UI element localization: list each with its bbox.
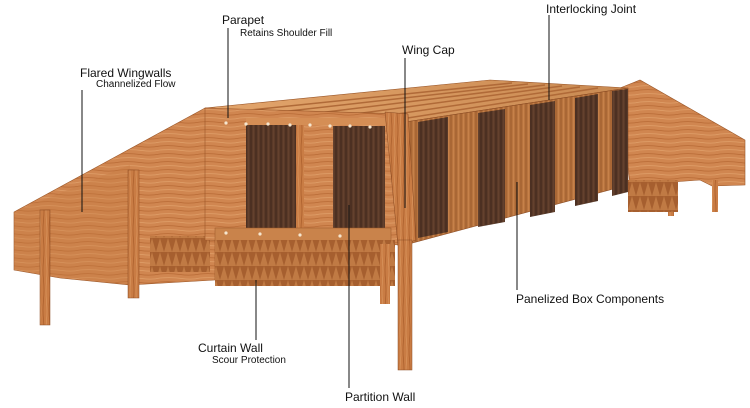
right-wingwall: [619, 79, 746, 216]
left-wingwall: [13, 107, 216, 326]
label-flared-wingwalls: Flared Wingwalls: [80, 66, 172, 80]
label-parapet: Parapet: [222, 13, 265, 27]
box-front: [204, 107, 417, 371]
box-side-panels: [404, 87, 629, 246]
label-curtain-wall: Curtain Wall: [198, 341, 263, 355]
label-flared-wingwalls-sub: Channelized Flow: [96, 79, 176, 90]
headwall-bolts: [224, 121, 372, 238]
leader-lines: [81, 15, 550, 388]
label-interlocking-joint: Interlocking Joint: [546, 2, 637, 16]
label-partition-wall: Partition Wall: [345, 390, 416, 404]
label-curtain-wall-sub: Scour Protection: [212, 355, 286, 366]
label-panelized-box: Panelized Box Components: [516, 292, 665, 306]
label-parapet-sub: Retains Shoulder Fill: [240, 28, 333, 39]
label-wing-cap: Wing Cap: [402, 43, 455, 57]
